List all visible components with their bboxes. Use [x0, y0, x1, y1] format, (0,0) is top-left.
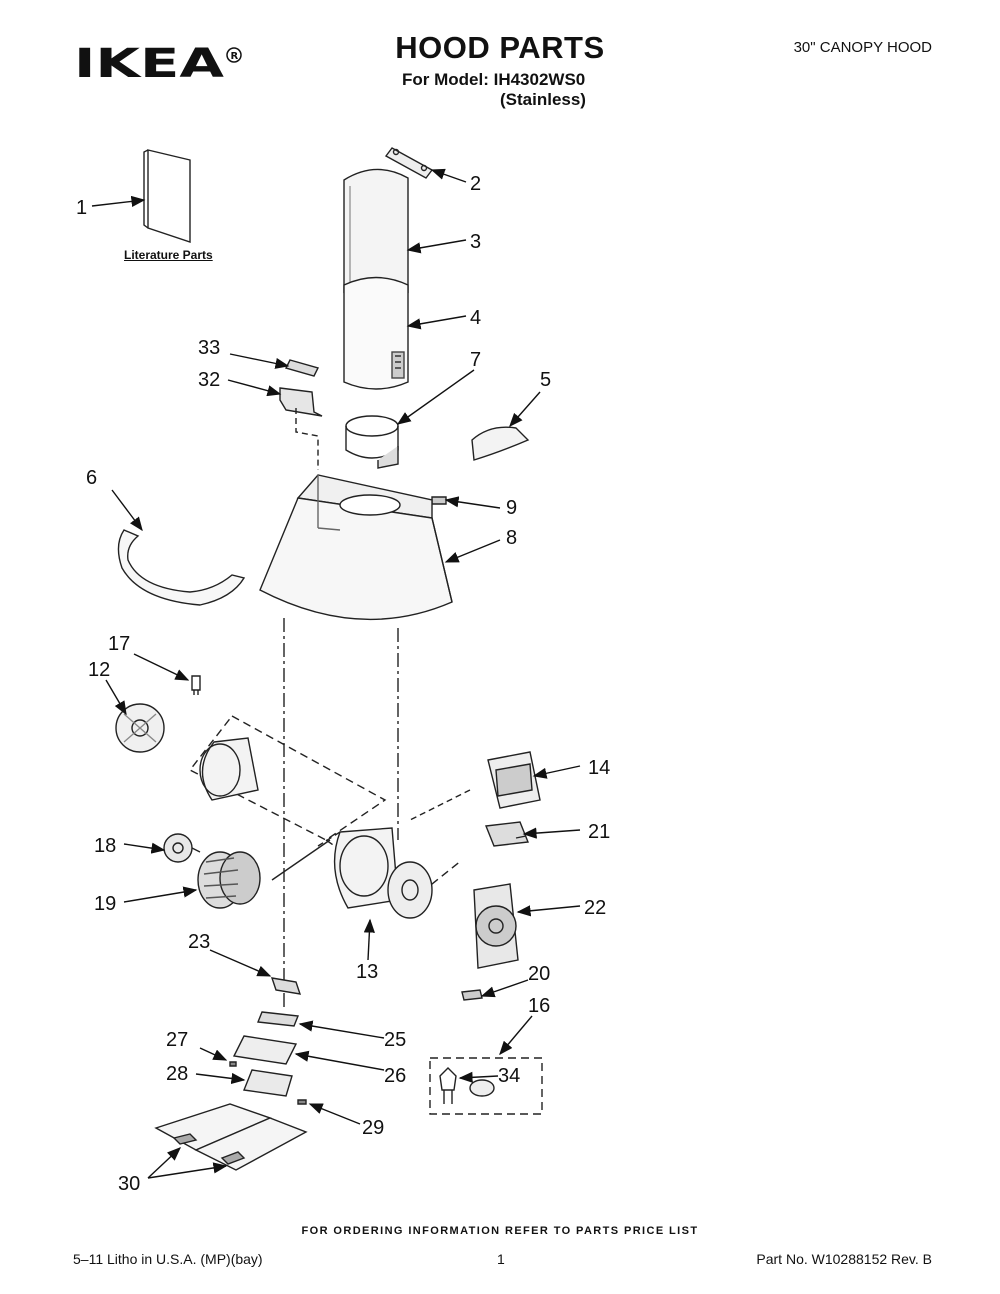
right-blower-housing-part: [271, 827, 399, 909]
grease-filters-part: [154, 1103, 308, 1171]
callout-9: 9: [506, 497, 517, 519]
callout-7: 7: [470, 349, 481, 371]
literature-label: Literature Parts: [124, 248, 213, 262]
callout-30: 30: [118, 1173, 140, 1195]
trim-strip-part: [117, 529, 246, 606]
control-plate-part: [243, 1069, 293, 1097]
motor-part: [163, 833, 201, 863]
light-block-part: [270, 977, 302, 995]
clip-part: [431, 496, 447, 505]
callout-26: 26: [384, 1065, 406, 1087]
small-switch-part: [461, 989, 483, 1001]
callout-20: 20: [528, 963, 550, 985]
variant-label: (Stainless): [500, 90, 586, 109]
page-number: 1: [497, 1251, 505, 1267]
bulb-kit-parts: [439, 1067, 495, 1104]
small-plate-part: [284, 359, 320, 377]
bulb-part: [191, 675, 201, 695]
svg-text:IKEA: IKEA: [74, 43, 224, 87]
model-line: For Model: IH4302WS0: [402, 70, 586, 89]
callout-29: 29: [362, 1117, 384, 1139]
bulb-kit-group: [429, 1057, 543, 1115]
damper-cover-part: [471, 426, 530, 461]
callout-27: 27: [166, 1029, 188, 1051]
control-bracket-part: [409, 751, 541, 821]
callout-22: 22: [584, 897, 606, 919]
motor-mount-disc-part: [387, 861, 433, 919]
callout-4: 4: [470, 307, 481, 329]
lamp-cover-part: [257, 1011, 299, 1027]
lower-chimney-part: [343, 276, 409, 390]
literature-booklet: [143, 149, 191, 243]
duct-bracket-part: [384, 147, 434, 179]
svg-text:R: R: [231, 51, 239, 62]
callout-5: 5: [540, 369, 551, 391]
callout-21: 21: [588, 821, 610, 843]
callout-32: 32: [198, 369, 220, 391]
hood-canopy-part: [259, 474, 453, 620]
callout-25: 25: [384, 1029, 406, 1051]
callout-17: 17: [108, 633, 130, 655]
litho-note: 5–11 Litho in U.S.A. (MP)(bay): [73, 1251, 263, 1267]
switch-board-part: [485, 821, 529, 847]
callout-3: 3: [470, 231, 481, 253]
left-blower-housing-part: [199, 737, 259, 801]
callout-6: 6: [86, 467, 97, 489]
callout-19: 19: [94, 893, 116, 915]
blower-grille-part: [473, 883, 519, 969]
light-housing-part: [232, 1035, 298, 1065]
callout-16: 16: [528, 995, 550, 1017]
callout-8: 8: [506, 527, 517, 549]
duct-connector-part: [345, 415, 399, 469]
ikea-logo: IKEA R: [74, 43, 242, 87]
callout-33: 33: [198, 337, 220, 359]
callout-34: 34: [498, 1065, 520, 1087]
mounting-bracket-part: [279, 387, 323, 470]
callout-13: 13: [356, 961, 378, 983]
callout-14: 14: [588, 757, 610, 779]
motor-plate-part: [115, 703, 165, 753]
callout-1: 1: [76, 197, 87, 219]
callout-12: 12: [88, 659, 110, 681]
ordering-note: FOR ORDERING INFORMATION REFER TO PARTS …: [301, 1225, 699, 1237]
product-type: 30" CANOPY HOOD: [793, 39, 932, 56]
callout-18: 18: [94, 835, 116, 857]
callout-2: 2: [470, 173, 481, 195]
blower-wheel-part: [197, 851, 261, 909]
part-number: Part No. W10288152 Rev. B: [756, 1251, 932, 1267]
upper-chimney-part: [343, 168, 409, 294]
callout-28: 28: [166, 1063, 188, 1085]
callout-23: 23: [188, 931, 210, 953]
page-title: HOOD PARTS: [395, 30, 605, 65]
